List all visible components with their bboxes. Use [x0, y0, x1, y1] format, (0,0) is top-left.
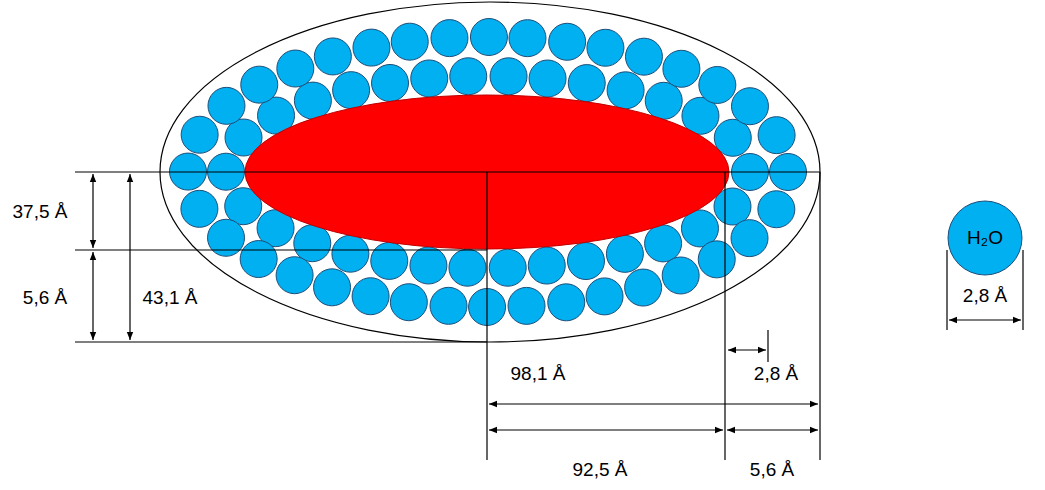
water-molecule [449, 249, 486, 286]
water-molecule [333, 72, 370, 109]
water-molecule [371, 242, 408, 279]
water-molecule [587, 29, 624, 66]
water-molecule [411, 60, 448, 97]
water-molecule-symbol: H₂O [947, 200, 1023, 276]
water-molecule [567, 243, 604, 280]
water-molecule [332, 235, 369, 272]
molecule-formula: H₂O [967, 227, 1003, 249]
water-molecule [489, 249, 526, 286]
water-molecule [758, 191, 795, 228]
water-molecule [662, 257, 699, 294]
water-molecule [490, 58, 527, 95]
dimension-label: 37,5 Å [11, 202, 70, 223]
dimension-lines [75, 172, 1023, 460]
water-molecule [390, 284, 427, 321]
dimension-label: 2,8 Å [752, 364, 800, 385]
dimension-label: 92,5 Å [571, 460, 630, 481]
dimension-label: 43,1 Å [141, 288, 200, 309]
water-molecule [430, 287, 467, 324]
water-molecule [208, 87, 245, 124]
water-molecule [548, 284, 585, 321]
water-molecule [625, 38, 662, 75]
water-molecule [645, 225, 682, 262]
water-molecule [314, 38, 351, 75]
water-molecule [240, 241, 277, 278]
water-molecule [645, 82, 682, 119]
water-molecule [509, 20, 546, 57]
water-molecule [528, 247, 565, 284]
water-molecule [352, 278, 389, 315]
water-molecule [606, 235, 643, 272]
water-molecule [549, 23, 586, 60]
water-molecule [450, 58, 487, 95]
water-molecule [698, 241, 735, 278]
dimension-label: 5,6 Å [748, 460, 796, 481]
water-molecule [470, 19, 507, 56]
water-molecule [431, 20, 468, 57]
water-molecule [607, 72, 644, 109]
dimension-label: 2,8 Å [961, 286, 1009, 307]
water-molecule [277, 50, 314, 87]
dimension-label: 5,6 Å [21, 288, 69, 309]
water-molecule [208, 219, 245, 256]
water-molecule [731, 220, 768, 257]
water-molecule [294, 82, 331, 119]
water-molecule [731, 88, 768, 125]
water-molecule [353, 29, 390, 66]
water-molecule [625, 269, 662, 306]
water-molecule [241, 66, 278, 103]
water-molecule [586, 278, 623, 315]
water-molecule [410, 247, 447, 284]
water-molecule [314, 269, 351, 306]
water-molecule [508, 287, 545, 324]
water-molecule [294, 225, 331, 262]
dimension-label: 98,1 Å [509, 364, 568, 385]
water-molecule [568, 65, 605, 102]
water-molecule [758, 117, 795, 154]
water-molecule [663, 50, 700, 87]
water-molecule [391, 23, 428, 60]
water-molecule [699, 66, 736, 103]
water-molecule [181, 116, 218, 153]
water-molecule [276, 257, 313, 294]
water-molecule [529, 60, 566, 97]
water-molecule [181, 190, 218, 227]
water-molecule [372, 64, 409, 101]
